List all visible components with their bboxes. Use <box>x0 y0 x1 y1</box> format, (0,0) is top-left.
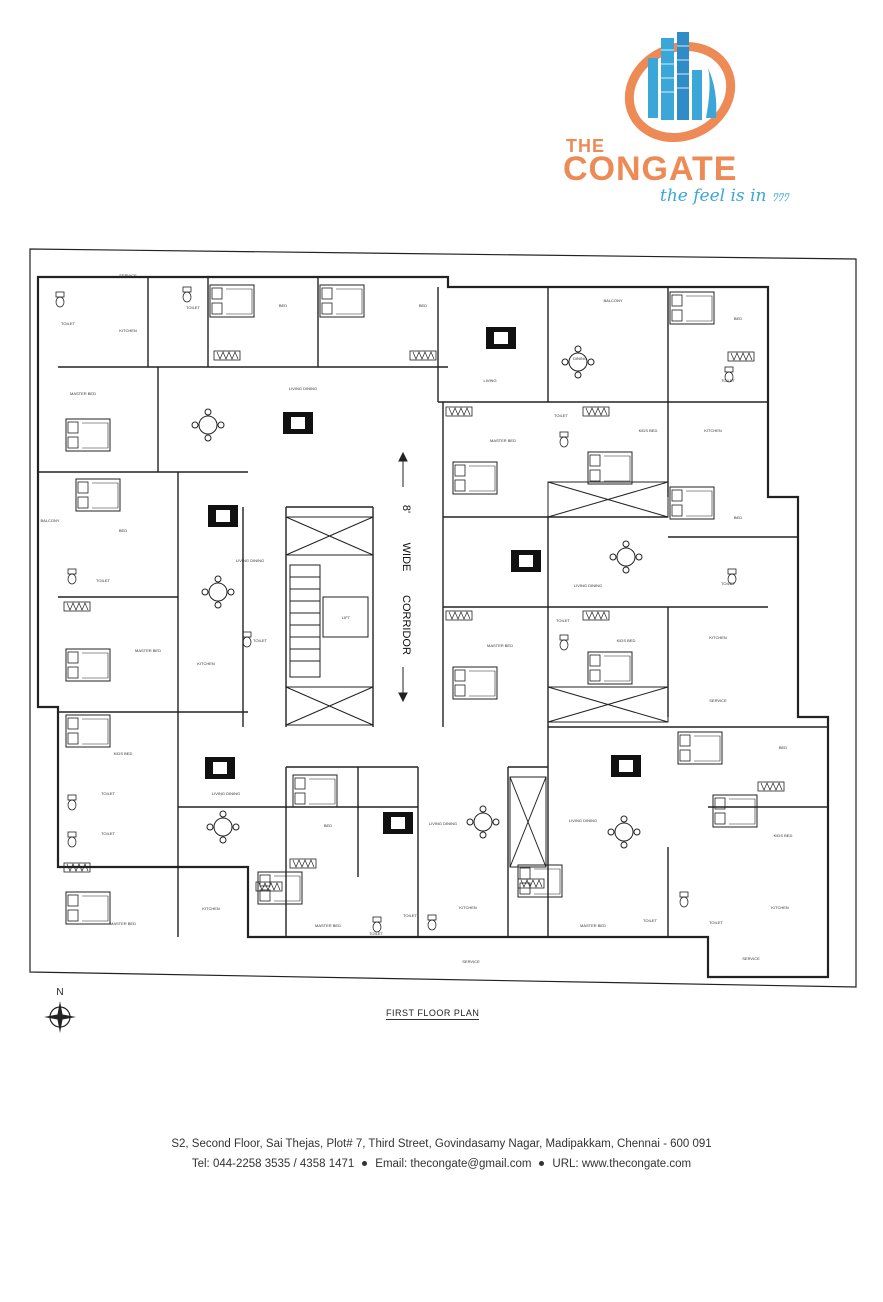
room-label: LIVING DINING <box>212 791 240 796</box>
room-label: TOILET <box>643 918 657 923</box>
room-label: DINING <box>573 356 587 361</box>
room-label: TOILET <box>709 920 723 925</box>
room-label: MASTER BED <box>580 923 606 928</box>
flat-label-f1: F1 <box>292 419 304 430</box>
room-label: TOILET <box>369 931 383 936</box>
footer-email[interactable]: Email: thecongate@gmail.com <box>375 1158 532 1170</box>
room-label: KIDS BED <box>639 428 658 433</box>
room-label: SERVICE <box>709 698 727 703</box>
room-label: KITCHEN <box>771 905 789 910</box>
room-label: LIVING DINING <box>289 386 317 391</box>
congate-logo <box>624 32 736 143</box>
north-arrow-icon: N <box>44 987 76 1033</box>
footer-contact: Tel: 044-2258 3535 / 4358 1471 Email: the… <box>0 1158 883 1170</box>
room-label: LIVING DINING <box>574 583 602 588</box>
footer-tel: Tel: 044-2258 3535 / 4358 1471 <box>191 1158 355 1170</box>
north-label: N <box>56 987 63 998</box>
room-label: KITCHEN <box>202 906 220 911</box>
bullet-icon <box>362 1161 368 1167</box>
room-label: LIVING DINING <box>569 818 597 823</box>
room-label: KIDS BED <box>114 751 133 756</box>
room-label: TOILET <box>61 321 75 326</box>
room-label: TOILET <box>556 618 570 623</box>
room-label: SERVICE <box>119 273 137 278</box>
brand-name: CONGATE <box>563 150 738 188</box>
room-label: KITCHEN <box>197 661 215 666</box>
room-label: TOILET <box>403 913 417 918</box>
room-label: BED <box>734 316 742 321</box>
room-label: MASTER BED <box>135 648 161 653</box>
room-label: BALCONY <box>603 298 622 303</box>
flat-label-f3: F3 <box>217 512 229 523</box>
room-label: BALCONY <box>40 518 59 523</box>
corridor-word-corridor: CORRIDOR <box>400 595 412 655</box>
flat-label-f4: F4 <box>520 557 532 568</box>
corridor-word-wide: WIDE <box>400 543 412 572</box>
room-label: KITCHEN <box>704 428 722 433</box>
room-label: TOILET <box>554 413 568 418</box>
room-label: BED <box>734 515 742 520</box>
room-label: MASTER BED <box>315 923 341 928</box>
flat-label-f5: F5 <box>214 764 226 775</box>
plan-caption: FIRST FLOOR PLAN <box>386 1008 480 1020</box>
room-label: KITCHEN <box>459 905 477 910</box>
room-label: TOILET <box>721 581 735 586</box>
room-label: MASTER BED <box>70 391 96 396</box>
room-label: LIVING DINING <box>236 558 264 563</box>
room-label: KIDS BED <box>617 638 636 643</box>
wave-ornament-icon: ﾜﾜﾜ <box>771 191 789 204</box>
corridor-width: 8' <box>400 505 412 513</box>
room-label: SERVICE <box>742 956 760 961</box>
room-label: BED <box>279 303 287 308</box>
flat-label-f7: F7 <box>620 762 632 773</box>
brand-tagline: the feel is in ﾜﾜﾜ <box>660 186 789 206</box>
room-label: TOILET <box>721 378 735 383</box>
room-label: MASTER BED <box>110 921 136 926</box>
brand-the: THE <box>566 136 605 156</box>
room-label: TOILET <box>101 791 115 796</box>
room-label: BED <box>119 528 127 533</box>
footer-url[interactable]: URL: www.thecongate.com <box>552 1158 692 1170</box>
room-label: TOILET <box>96 578 110 583</box>
room-label: TOILET <box>186 305 200 310</box>
room-label: BED <box>779 745 787 750</box>
bullet-icon <box>539 1161 545 1167</box>
room-label: TOILET <box>253 638 267 643</box>
lift-label: LIFT <box>342 615 351 620</box>
flat-label-f2: F2 <box>495 334 507 345</box>
first-floor-plan: F1 F2 F3 F4 F5 F6 F7 8' WIDE CORRIDOR LI… <box>29 248 857 988</box>
flat-label-f6: F6 <box>392 819 404 830</box>
room-label: KITCHEN <box>119 328 137 333</box>
footer-address: S2, Second Floor, Sai Thejas, Plot# 7, T… <box>171 1138 712 1150</box>
room-label: BED <box>419 303 427 308</box>
room-label: TOILET <box>101 831 115 836</box>
room-label: LIVING <box>483 378 496 383</box>
room-label: SERVICE <box>462 959 480 964</box>
room-label: MASTER BED <box>487 643 513 648</box>
room-label: BED <box>324 823 332 828</box>
room-label: KIDS BED <box>774 833 793 838</box>
room-label: MASTER BED <box>490 438 516 443</box>
room-label: LIVING DINING <box>429 821 457 826</box>
room-label: KITCHEN <box>709 635 727 640</box>
